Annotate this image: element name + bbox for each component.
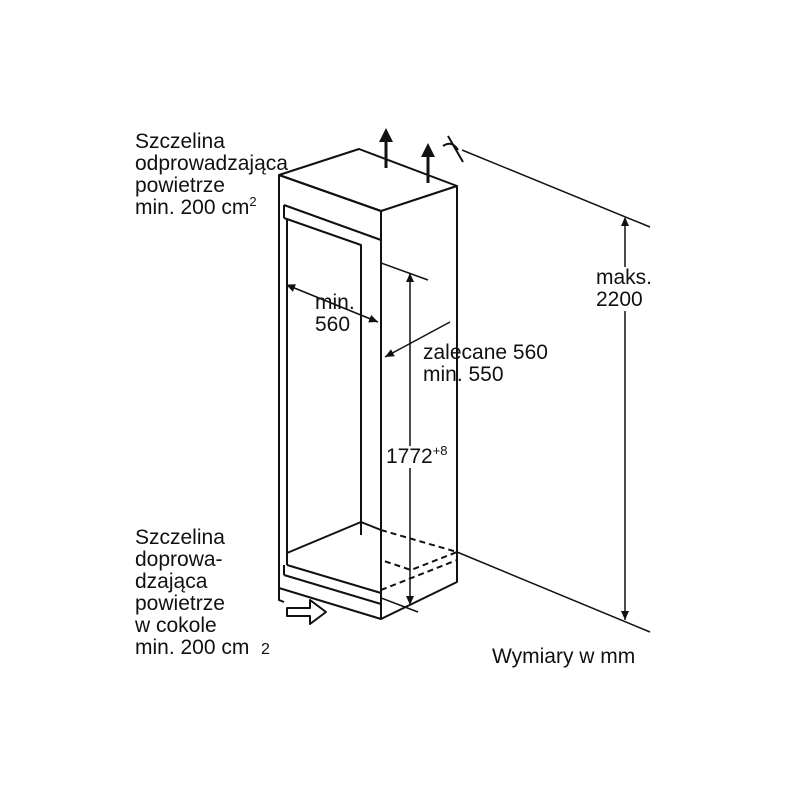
exhaust-arrows	[379, 128, 435, 183]
max-height-label: maks. 2200	[596, 266, 653, 311]
intake-line-6: min. 200 cm 2	[135, 637, 270, 661]
niche-height-value: 1772	[386, 445, 433, 468]
bottom-shelf-front	[286, 564, 382, 594]
appliance-floor-dashed	[380, 529, 458, 571]
top-shelf	[283, 204, 382, 241]
intake-area: min. 200 cm	[135, 636, 250, 659]
height-reference-symbol	[442, 135, 464, 163]
intake-arrow	[286, 599, 327, 625]
exhaust-line-2: odprowadzająca	[135, 152, 288, 175]
plinth-opening	[283, 574, 382, 605]
max-height-line-2: 2200	[596, 288, 643, 311]
exhaust-area: min. 200 cm	[135, 196, 250, 219]
depth-dimension-line	[384, 321, 451, 358]
niche-height-ext-bottom	[380, 597, 419, 613]
intake-line-3: dzająca	[135, 570, 208, 593]
max-height-ext-top	[461, 149, 651, 228]
exhaust-line-1: Szczelina	[135, 130, 225, 153]
max-height-dimension	[456, 149, 651, 633]
exhaust-line-4: min. 200 cm2	[135, 194, 288, 219]
width-min-line-1: min.	[315, 291, 355, 314]
niche-height-ext-top	[380, 262, 429, 281]
max-height-ext-bottom	[456, 551, 651, 633]
units-label: Wymiary w mm	[492, 645, 636, 668]
niche-height-label: 1772+8	[386, 443, 448, 468]
intake-line-4: powietrze	[135, 592, 225, 615]
cabinet-right-panel	[380, 185, 458, 620]
exhaust-arrow-2-head	[421, 143, 435, 157]
intake-line-2: doprowa-	[135, 548, 223, 571]
width-min-label: min. 560	[315, 292, 355, 336]
exhaust-line-3: powietrze	[135, 174, 225, 197]
intake-vent-label: Szczelina doprowa- dzająca powietrze w c…	[135, 527, 270, 661]
top-shelf-back	[283, 217, 362, 535]
width-min-line-2: 560	[315, 313, 351, 336]
cabinet-left-panel	[278, 175, 285, 603]
cabinet-niche	[278, 148, 458, 620]
depth-line-1: zalecane 560	[423, 341, 548, 364]
max-height-line-1: maks.	[596, 266, 653, 289]
depth-label: zalecane 560 min. 550	[423, 342, 548, 386]
niche-height-dimension	[380, 262, 429, 613]
width-dimension-line	[286, 284, 379, 323]
niche-height-tolerance: +8	[432, 443, 448, 458]
exhaust-area-unit-sup: 2	[249, 194, 257, 209]
exhaust-arrow-1-head	[379, 128, 393, 142]
exhaust-vent-label: Szczelina odprowadzająca powietrze min. …	[135, 131, 288, 219]
intake-line-1: Szczelina	[135, 526, 225, 549]
depth-line-2: min. 550	[423, 363, 504, 386]
intake-area-unit: 2	[261, 641, 270, 658]
bottom-shelf	[286, 521, 382, 554]
intake-line-5: w cokole	[135, 614, 217, 637]
appliance-floor-dashed-2	[380, 559, 458, 591]
cabinet-front-left-edge	[278, 174, 382, 620]
